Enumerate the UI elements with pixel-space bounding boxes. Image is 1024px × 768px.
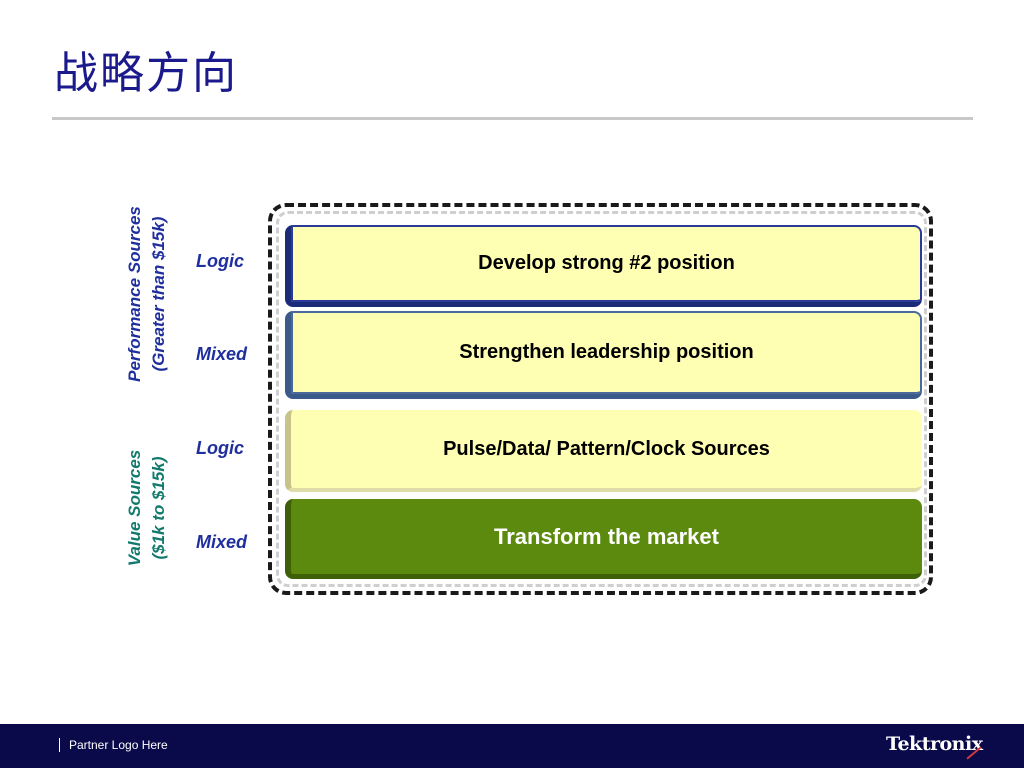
strategy-layer-2-text: Strengthen leadership position xyxy=(459,341,754,363)
footer-bar xyxy=(0,724,1024,768)
strategy-layer-1: Develop strong #2 position xyxy=(285,225,922,307)
strategy-layer-1-text: Develop strong #2 position xyxy=(478,252,735,274)
row-2-side-label: Mixed xyxy=(196,344,248,364)
value-sources-line1: Value Sources xyxy=(125,449,144,567)
row-1-side-label: Logic xyxy=(196,251,244,271)
value-sources-line2: ($1k to $15k) xyxy=(149,456,168,560)
footer-divider xyxy=(59,738,60,752)
row-4-side-label: Mixed xyxy=(196,532,248,552)
strategy-layer-4-text: Transform the market xyxy=(494,523,719,549)
title-divider xyxy=(52,117,973,120)
performance-sources-line1: Performance Sources xyxy=(125,206,144,382)
performance-sources-line2: (Greater than $15k) xyxy=(149,216,168,372)
partner-logo-placeholder: Partner Logo Here xyxy=(69,738,168,752)
performance-sources-label: Performance Sources (Greater than $15k) xyxy=(123,206,171,382)
tektronix-logo: Tektronix xyxy=(886,733,983,755)
strategy-frame-inner xyxy=(276,211,927,587)
strategy-layer-3: Pulse/Data/ Pattern/Clock Sources xyxy=(285,410,922,492)
strategy-layer-4: Transform the market xyxy=(285,499,922,579)
value-sources-label: Value Sources ($1k to $15k) xyxy=(123,450,171,567)
slide-title: 战略方向 xyxy=(54,48,238,99)
strategy-layer-2: Strengthen leadership position xyxy=(285,311,922,399)
strategy-layer-3-text: Pulse/Data/ Pattern/Clock Sources xyxy=(443,437,770,460)
row-3-side-label: Logic xyxy=(196,438,244,458)
